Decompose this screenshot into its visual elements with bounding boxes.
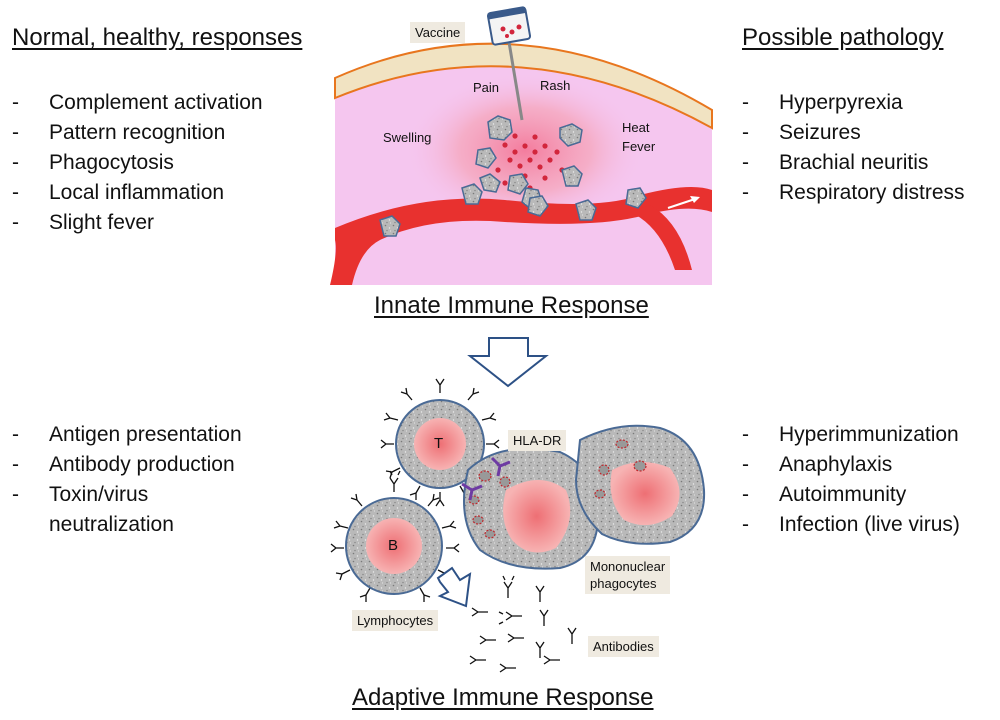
t-cell-label: T — [434, 435, 444, 452]
list-item: Antigen presentation — [12, 420, 242, 450]
list-item: Pattern recognition — [12, 118, 263, 148]
list-item: Local inflammation — [12, 178, 263, 208]
list-item: Antibody production — [12, 450, 242, 480]
syringe-icon — [486, 6, 532, 46]
b-cell-label: B — [388, 537, 399, 554]
list-item: Brachial neuritis — [742, 148, 965, 178]
blood-vessel-branch — [630, 205, 692, 270]
normal-innate-list: Complement activation Pattern recognitio… — [12, 88, 263, 238]
lymphocytes-label: Lymphocytes — [352, 610, 439, 631]
list-item: Complement activation — [12, 88, 263, 118]
list-item: Infection (live virus) — [742, 510, 960, 540]
list-item: Autoimmunity — [742, 480, 960, 510]
vaccine-particles — [485, 133, 565, 191]
hollow-arrow-icon — [436, 566, 472, 608]
blood-vessel — [330, 186, 712, 285]
list-item: Phagocytosis — [12, 148, 263, 178]
normal-adaptive-list: Antigen presentation Antibody production… — [12, 420, 242, 540]
pathology-adaptive-list: Hyperimmunization Anaphylaxis Autoimmuni… — [742, 420, 960, 540]
adaptive-title: Adaptive Immune Response — [352, 684, 654, 711]
vaccine-label: Vaccine — [410, 22, 466, 43]
hla-dr-label: HLA-DR — [508, 430, 567, 451]
normal-responses-heading: Normal, healthy, responses — [12, 24, 303, 51]
list-item: Anaphylaxis — [742, 450, 960, 480]
list-item: Toxin/virus — [12, 480, 242, 510]
antibodies-label: Antibodies — [588, 636, 659, 657]
list-item: Respiratory distress — [742, 178, 965, 208]
down-arrow-icon — [467, 337, 549, 388]
heat-label: Heat — [622, 120, 650, 135]
swelling-label: Swelling — [383, 130, 432, 145]
pathology-heading: Possible pathology — [742, 24, 944, 51]
mononuclear-label: Mononuclear phagocytes — [585, 556, 671, 594]
list-item: Seizures — [742, 118, 965, 148]
hla-dr-receptors — [461, 456, 511, 501]
skin-layer — [334, 42, 713, 130]
mononuclear-line-2: phagocytes — [590, 576, 657, 591]
list-item: Hyperpyrexia — [742, 88, 965, 118]
free-antibodies — [469, 575, 577, 673]
list-item-continuation: neutralization — [49, 513, 174, 536]
list-item: Hyperimmunization — [742, 420, 960, 450]
flow-arrow-icon — [667, 197, 699, 209]
needle — [505, 29, 524, 121]
innate-title: Innate Immune Response — [374, 292, 649, 319]
mononuclear-line-1: Mononuclear — [590, 559, 666, 574]
rash-label: Rash — [540, 78, 571, 93]
phagocyte-2 — [574, 424, 706, 545]
pain-label: Pain — [473, 80, 500, 95]
inflammation-glow — [405, 72, 645, 228]
list-item: Slight fever — [12, 208, 263, 238]
phagocyte-2-nucleus — [610, 461, 680, 526]
tissue-layer — [335, 64, 712, 286]
phagocyte-1 — [463, 447, 600, 570]
antigen-fragments — [468, 439, 647, 539]
pathology-innate-list: Hyperpyrexia Seizures Brachial neuritis … — [742, 88, 965, 208]
fever-label: Fever — [622, 139, 656, 154]
phagocyte-1-nucleus — [503, 480, 571, 553]
